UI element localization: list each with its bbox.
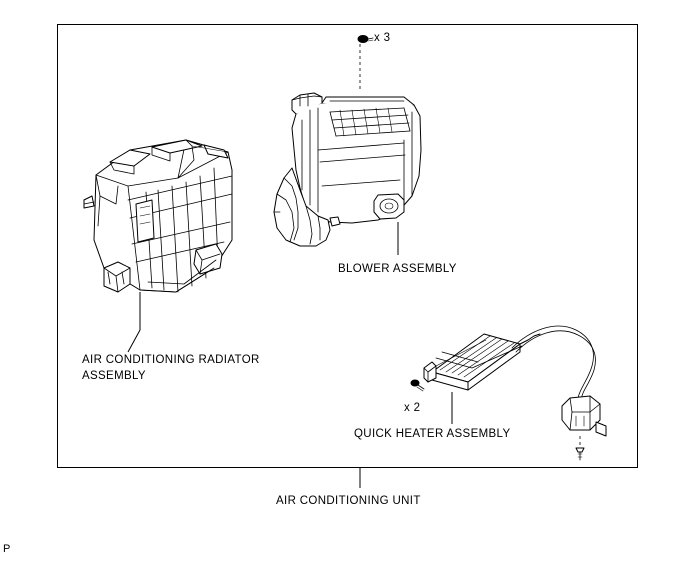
radiator-assembly-label-line2: ASSEMBLY	[82, 370, 146, 382]
quick-heater-screw-quantity-label: x 2	[404, 402, 421, 414]
blower-assembly-label: BLOWER ASSEMBLY	[338, 263, 457, 275]
quick-heater-assembly-label: QUICK HEATER ASSEMBLY	[354, 428, 511, 440]
radiator-assembly-label-line1: AIR CONDITIONING RADIATOR	[82, 354, 260, 366]
diagram-frame	[57, 24, 638, 468]
blower-screw-quantity-label: x 3	[374, 32, 391, 44]
diagram-title: AIR CONDITIONING UNIT	[276, 495, 421, 507]
page-corner-mark: P	[3, 543, 11, 555]
